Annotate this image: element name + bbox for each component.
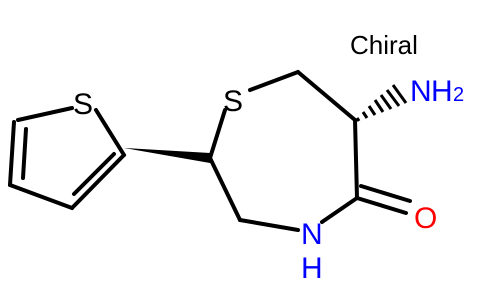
bond-c4-n (320, 196, 359, 224)
amino-subscript-label: 2 (453, 84, 464, 106)
amino-group-label: N H 2 (410, 75, 464, 108)
thiophene-sulfur-label: S (73, 88, 93, 121)
bond-thio-c4-c3 (8, 183, 74, 210)
amino-hydrogen-label: H (431, 75, 453, 108)
bond-c2-c3 (296, 70, 357, 122)
bond-thio-c2-s (94, 108, 126, 157)
bond-n-c6 (238, 218, 300, 232)
bond-c7-s (208, 108, 227, 160)
amide-hydrogen-label: H (301, 252, 323, 285)
bond-thio-s-c5 (16, 106, 74, 122)
bond-thio-c3-c2 (70, 153, 126, 210)
bond-thio-c5-c4-inner (21, 127, 28, 180)
bond-s-c2 (248, 70, 300, 92)
bond-c3-c4 (353, 118, 359, 200)
bond-carbonyl-1 (355, 196, 408, 215)
bond-carbonyl-2 (359, 184, 412, 203)
amino-nitrogen-label: N (410, 75, 432, 108)
ring-sulfur-label: S (223, 85, 243, 118)
carbonyl-oxygen-label: O (414, 202, 437, 235)
bond-thio-c3-c2-inner (72, 152, 116, 196)
bond-thio-c5-c4 (8, 120, 16, 187)
amide-nitrogen-label: N (301, 218, 323, 251)
hashed-wedge-bond (355, 84, 408, 122)
solid-wedge-bond (124, 148, 210, 163)
chiral-label: Chiral (350, 30, 418, 60)
bond-c6-c7 (208, 156, 242, 222)
